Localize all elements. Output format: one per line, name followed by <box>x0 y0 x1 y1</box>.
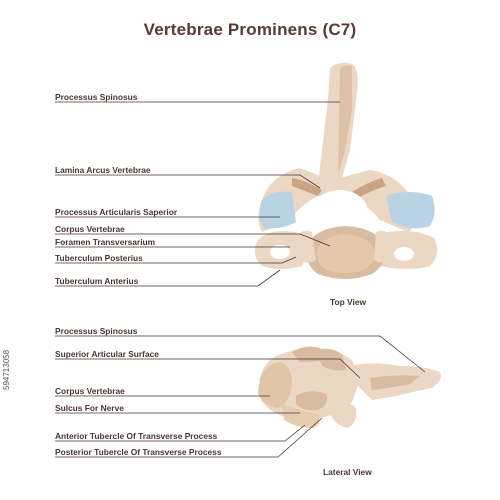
caption-top-view: Top View <box>330 297 366 307</box>
lateral-view-vertebra <box>258 346 441 428</box>
label-tuberculum-anterius: Tuberculum Anterius <box>55 276 139 286</box>
label-corpus-vertebrae-lateral: Corpus Vertebrae <box>55 386 125 396</box>
label-anterior-tubercle: Anterior Tubercle Of Transverse Process <box>55 431 218 441</box>
label-corpus-vertebrae-top: Corpus Vertebrae <box>55 224 125 234</box>
label-processus-spinosus-top: Processus Spinosus <box>55 92 138 102</box>
page-title: Vertebrae Prominens (C7) <box>143 20 357 39</box>
label-processus-articularis-superior: Processus Articularis Saperior <box>55 207 178 217</box>
stock-id-watermark: 594713058 <box>2 349 11 390</box>
label-lamina-arcus-vertebrae: Lamina Arcus Vertebrae <box>55 165 151 175</box>
lateral-view-leader-lines <box>55 335 426 458</box>
label-tuberculum-posterius: Tuberculum Posterius <box>55 253 143 263</box>
top-view-vertebra <box>254 62 438 279</box>
caption-lateral-view: Lateral View <box>323 467 372 477</box>
top-view-leader-lines <box>55 101 340 287</box>
label-superior-articular-surface: Superior Articular Surface <box>55 349 159 359</box>
label-posterior-tubercle: Posterior Tubercle Of Transverse Process <box>55 447 222 457</box>
label-sulcus-for-nerve: Sulcus For Nerve <box>55 403 124 413</box>
label-processus-spinosus-lateral: Processus Spinosus <box>55 326 138 336</box>
label-foramen-transversarium: Foramen Transversarium <box>55 237 156 247</box>
